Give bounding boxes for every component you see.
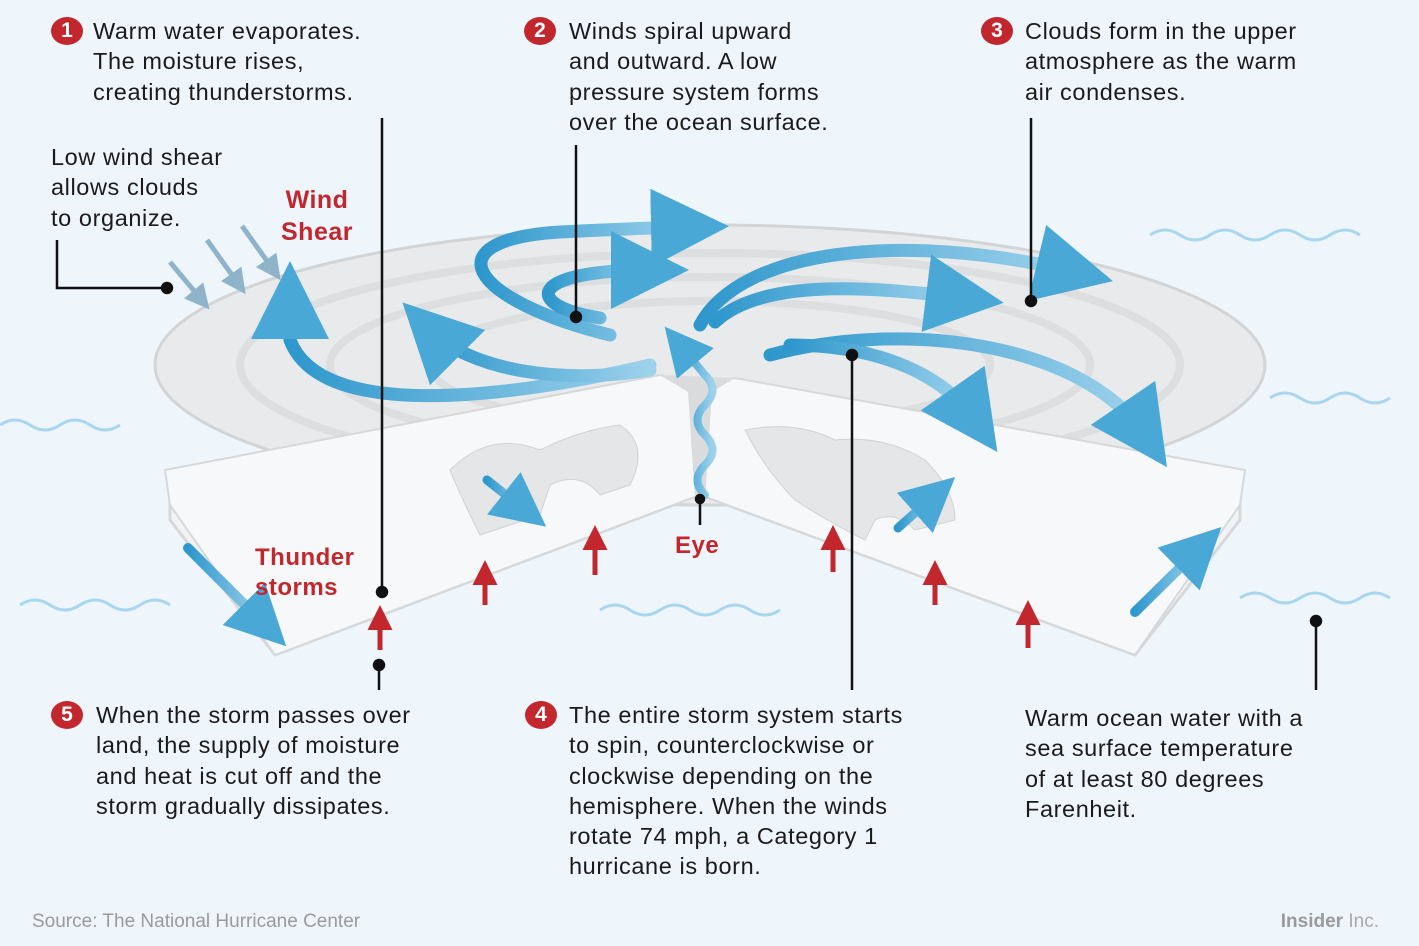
- step-4-badge: 4: [525, 701, 557, 729]
- spiral-arrow: [693, 224, 1113, 332]
- text-line: Warm ocean water with a: [1025, 705, 1304, 731]
- inflow-arrow: [183, 543, 287, 647]
- text-line: The entire storm system starts: [569, 702, 904, 728]
- spiral-arrow: [783, 338, 998, 452]
- text-line: sea surface temperature: [1025, 735, 1294, 762]
- wind-shear-arrows: [168, 224, 281, 310]
- ocean-waves: [0, 228, 1391, 617]
- step-3-badge: 3: [981, 17, 1013, 45]
- thunderstorms-label: Thunder storms: [255, 543, 355, 604]
- text-line: Shear: [281, 218, 353, 246]
- moisture-arrows: [367, 525, 1041, 650]
- text-line: The moisture rises,: [93, 48, 305, 75]
- step-1-badge: 1: [51, 17, 83, 45]
- ocean-note: Warm ocean water with a sea surface temp…: [1025, 703, 1303, 824]
- brand-logo: Insider Inc.: [1281, 911, 1379, 933]
- source-credit: Source: The National Hurricane Center: [32, 911, 361, 932]
- step-2-text: Winds spiral upward and outward. A low p…: [569, 16, 828, 137]
- wind-shear-note: Low wind shear allows clouds to organize…: [51, 142, 223, 233]
- spiral-arrow: [474, 188, 729, 342]
- brand-light: Inc.: [1348, 911, 1379, 932]
- eye-updraft: [664, 326, 717, 499]
- text-line: When the storm passes over: [96, 702, 411, 728]
- wind-shear-label: Wind Shear: [275, 184, 359, 248]
- eye-label: Eye: [675, 532, 720, 559]
- text-line: air condenses.: [1025, 78, 1187, 105]
- inflow-arrow: [482, 472, 547, 527]
- step-1-text: Warm water evaporates. The moisture rise…: [93, 16, 361, 107]
- text-line: pressure system forms: [569, 78, 820, 105]
- text-line: and outward. A low: [569, 48, 778, 75]
- text-line: to spin, counterclockwise or: [569, 732, 875, 759]
- text-line: land, the supply of moisture: [96, 732, 401, 759]
- wind-spiral-arrows: [183, 188, 1222, 647]
- text-line: to organize.: [51, 204, 182, 231]
- step-3-text: Clouds form in the upper atmosphere as t…: [1025, 16, 1297, 107]
- outflow-arrow: [893, 477, 956, 534]
- text-line: Wind: [285, 186, 349, 214]
- text-line: and heat is cut off and the: [96, 762, 383, 789]
- spiral-arrow: [708, 254, 1004, 332]
- text-line: Low wind shear: [51, 144, 223, 170]
- text-line: clockwise depending on the: [569, 762, 874, 789]
- leader-lines: [55, 118, 1323, 690]
- text-line: Farenheit.: [1025, 795, 1137, 822]
- step-5-text: When the storm passes over land, the sup…: [96, 700, 411, 821]
- text-line: rotate 74 mph, a Category 1: [569, 823, 878, 850]
- spiral-arrow: [402, 302, 657, 386]
- text-line: Warm water evaporates.: [93, 18, 362, 44]
- text-line: hurricane is born.: [569, 853, 762, 880]
- text-line: over the ocean surface.: [569, 108, 829, 135]
- brand-bold: Insider: [1280, 911, 1344, 932]
- text-line: Thunder: [255, 544, 355, 571]
- step-2-badge: 2: [524, 17, 556, 45]
- text-line: Winds spiral upward: [569, 18, 792, 44]
- text-line: allows clouds: [51, 174, 199, 201]
- step-4-text: The entire storm system starts to spin, …: [569, 700, 903, 882]
- text-line: creating thunderstorms.: [93, 78, 354, 105]
- step-5-badge: 5: [51, 701, 83, 729]
- text-line: storm gradually dissipates.: [96, 792, 391, 819]
- text-line: atmosphere as the warm: [1025, 48, 1297, 75]
- text-line: of at least 80 degrees: [1025, 765, 1265, 792]
- text-line: storms: [255, 574, 339, 602]
- text-line: Clouds form in the upper: [1025, 18, 1297, 44]
- outflow-arrow: [1130, 526, 1222, 617]
- text-line: hemisphere. When the winds: [569, 792, 888, 819]
